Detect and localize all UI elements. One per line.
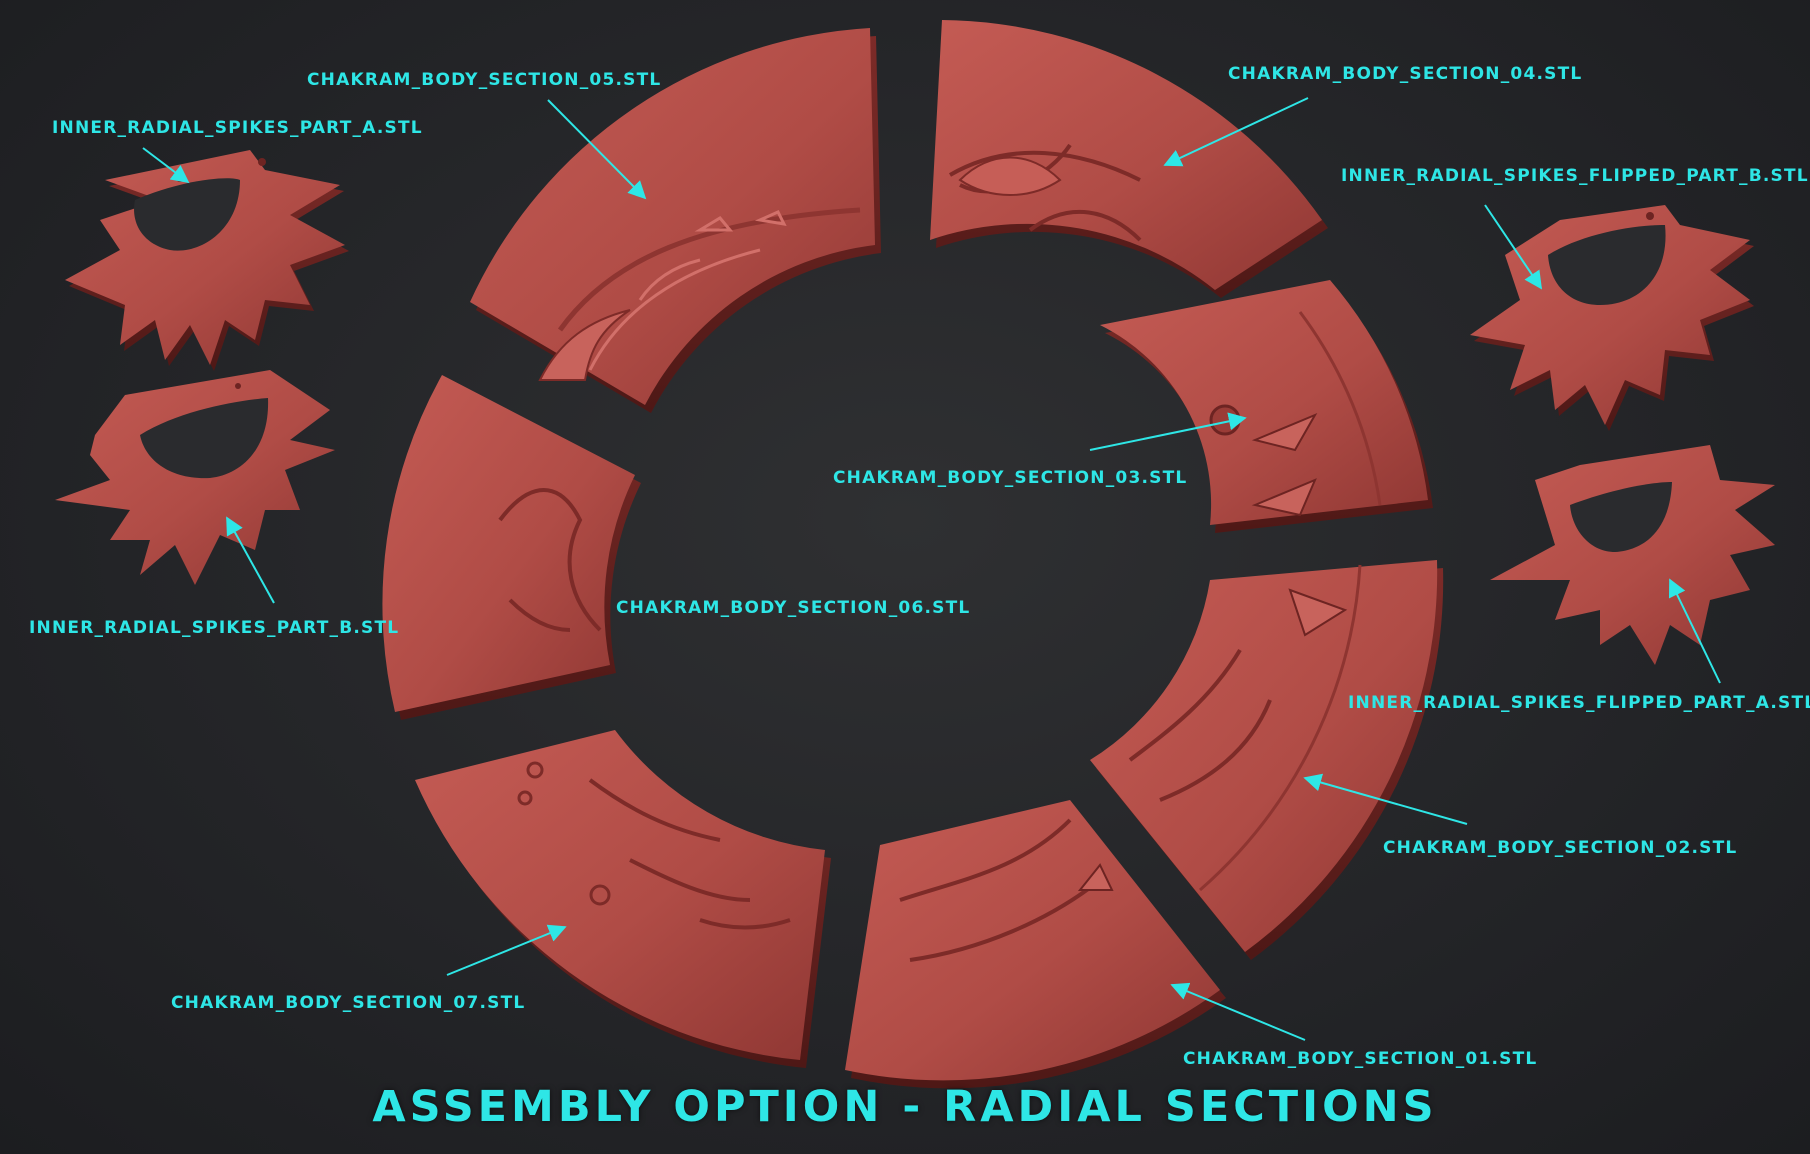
label-spikes-b: INNER_RADIAL_SPIKES_PART_B.STL [29,618,399,638]
chakram-body-section-05 [470,28,881,413]
arrow-section-07 [446,924,567,976]
page-title: ASSEMBLY OPTION - RADIAL SECTIONS [372,1082,1438,1132]
inner-radial-spikes-part-a [65,150,349,371]
chakram-body-section-02 [1090,560,1444,960]
arrow-section-05 [547,99,647,200]
arrow-section-02 [1303,773,1468,825]
chakram-body-section-07 [415,730,831,1068]
label-section-07: CHAKRAM_BODY_SECTION_07.STL [171,993,525,1013]
arrow-section-03 [1089,412,1247,451]
label-section-05: CHAKRAM_BODY_SECTION_05.STL [307,70,661,90]
label-spikes-a: INNER_RADIAL_SPIKES_PART_A.STL [52,118,423,138]
arrow-spikes-flipped-a [1668,578,1721,684]
chakram-body-section-04 [930,20,1328,298]
label-section-06: CHAKRAM_BODY_SECTION_06.STL [616,598,970,618]
arrow-spikes-flipped-b [1484,204,1543,290]
inner-radial-spikes-flipped-part-a [1490,445,1775,665]
label-section-02: CHAKRAM_BODY_SECTION_02.STL [1383,838,1737,858]
inner-radial-spikes-part-b [55,370,335,585]
arrow-section-01 [1170,982,1306,1041]
label-spikes-flipped-b: INNER_RADIAL_SPIKES_FLIPPED_PART_B.STL [1341,166,1809,186]
label-section-01: CHAKRAM_BODY_SECTION_01.STL [1183,1049,1537,1069]
chakram-body-section-03 [1100,280,1433,533]
label-spikes-flipped-a: INNER_RADIAL_SPIKES_FLIPPED_PART_A.STL [1348,693,1810,713]
arrow-section-04 [1163,97,1309,167]
callout-arrows [142,97,1721,1041]
label-section-03: CHAKRAM_BODY_SECTION_03.STL [833,468,1187,488]
arrow-spikes-b [226,516,275,604]
arrow-spikes-a [142,147,190,184]
chakram-body-section-06 [382,375,641,720]
inner-radial-spikes-flipped-part-b [1470,205,1754,431]
label-section-04: CHAKRAM_BODY_SECTION_04.STL [1228,64,1582,84]
chakram-body-section-01 [845,800,1226,1089]
